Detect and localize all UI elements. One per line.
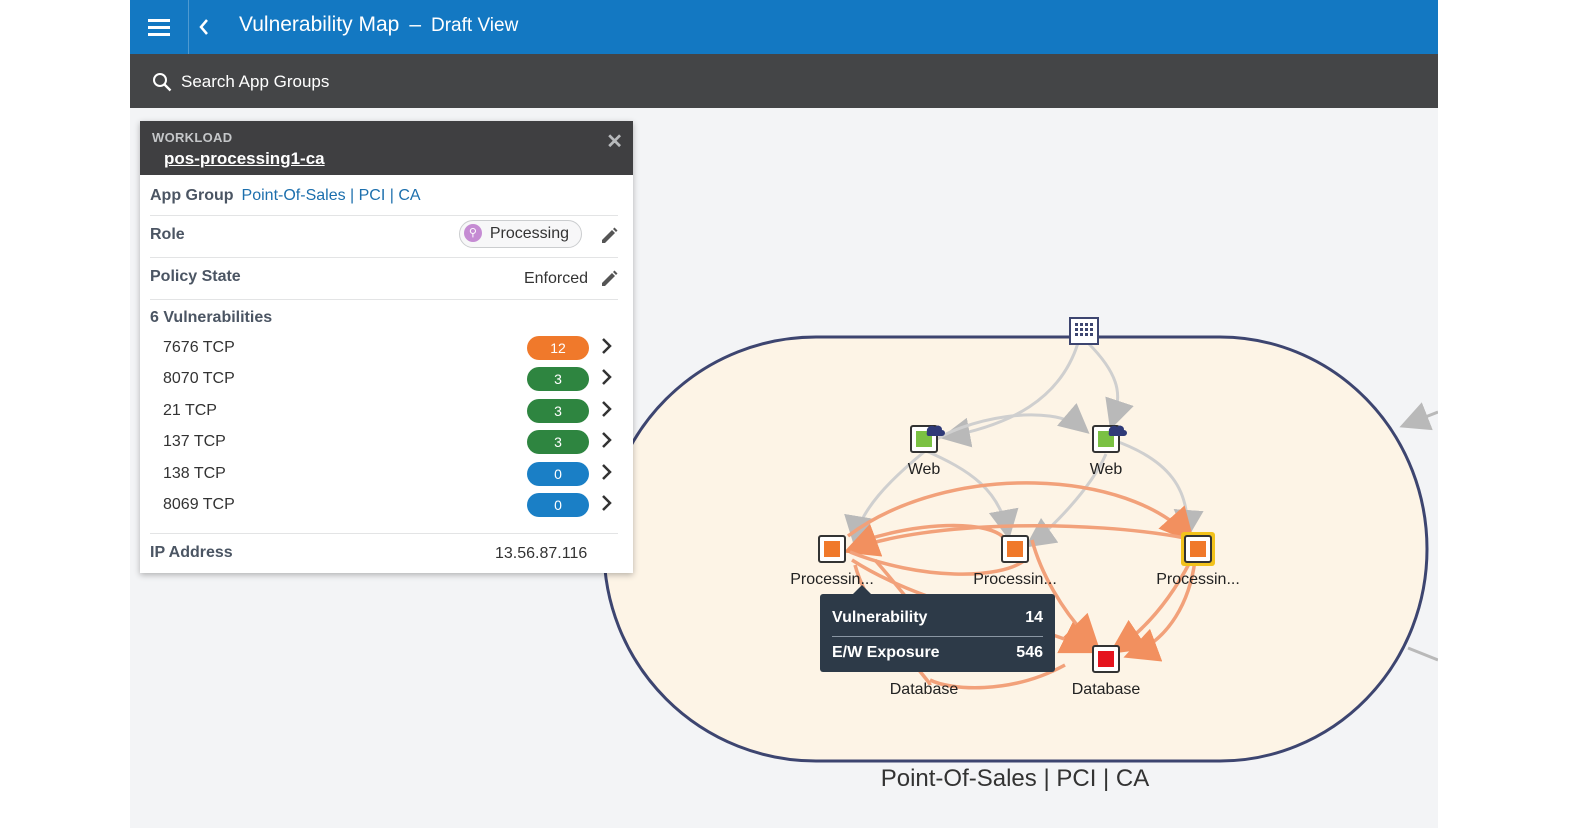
vulnerability-count-badge: 0 [527, 493, 589, 517]
app-group-link[interactable]: Point-Of-Sales | PCI | CA [241, 187, 421, 204]
vulnerability-row[interactable]: 137 TCP 3 [163, 429, 619, 459]
web-node[interactable]: Web [908, 425, 945, 478]
edit-policy-pencil-icon[interactable] [600, 270, 618, 288]
search-bar: Search App Groups [130, 54, 1438, 108]
tooltip-arrow [853, 585, 871, 594]
node-tooltip: Vulnerability 14 E/W Exposure 546 [820, 585, 1055, 672]
workload-name-link[interactable]: pos-processing1-ca [164, 149, 325, 168]
divider [188, 0, 189, 54]
title-subtitle: Draft View [431, 15, 519, 36]
svg-text:Processin...: Processin... [973, 571, 1057, 588]
tooltip-exposure-value: 546 [1016, 644, 1043, 661]
processing-node[interactable]: Processin... [973, 535, 1057, 588]
internet-node[interactable] [1069, 317, 1099, 345]
tooltip-divider [832, 636, 1043, 637]
vulnerability-count-badge: 3 [527, 367, 589, 391]
tooltip-exposure-row: E/W Exposure 546 [832, 644, 1043, 662]
processing-node[interactable]: Processin... [790, 535, 874, 588]
hamburger-icon [148, 19, 170, 36]
chevron-right-icon[interactable] [601, 400, 613, 418]
database-node[interactable]: Database [1072, 645, 1141, 698]
top-bar: Vulnerability Map–Draft View [130, 0, 1438, 54]
svg-text:Database: Database [890, 681, 959, 698]
chevron-right-icon[interactable] [601, 431, 613, 449]
search-input[interactable]: Search App Groups [181, 72, 330, 91]
ip-address-label: IP Address [150, 544, 233, 561]
vulnerability-count-badge: 3 [527, 430, 589, 454]
vulnerability-port: 21 TCP [163, 402, 217, 419]
vulnerability-port: 8069 TCP [163, 496, 235, 513]
vulnerability-port: 138 TCP [163, 465, 226, 482]
role-row: Role ⚲ Processing [150, 216, 618, 258]
search-icon [153, 73, 172, 92]
tooltip-exposure-label: E/W Exposure [832, 644, 940, 661]
page-title: Vulnerability Map–Draft View [239, 13, 518, 37]
svg-text:Web: Web [1090, 461, 1123, 478]
panel-kind: WORKLOAD [152, 130, 233, 145]
app-group-row: App Group Point-Of-Sales | PCI | CA [150, 175, 618, 216]
vulnerability-row[interactable]: 8070 TCP 3 [163, 366, 619, 396]
policy-state-value: Enforced [523, 270, 588, 287]
title-separator: – [409, 13, 421, 36]
vulnerability-count-badge: 3 [527, 399, 589, 423]
vulnerability-row[interactable]: 21 TCP 3 [163, 398, 619, 428]
tooltip-vulnerability-row: Vulnerability 14 [832, 609, 1043, 627]
chevron-left-icon [199, 19, 208, 35]
back-button[interactable] [189, 0, 219, 54]
role-label: Role [150, 226, 185, 243]
vulnerability-map-canvas[interactable]: Point-Of-Sales | PCI | CA [130, 0, 1438, 828]
vulnerability-port: 8070 TCP [163, 370, 235, 387]
external-edge [1399, 402, 1438, 431]
app-group-label[interactable]: Point-Of-Sales | PCI | CA [881, 765, 1150, 792]
cloud-icon [926, 425, 945, 436]
title-text: Vulnerability Map [239, 13, 400, 36]
vulnerability-row[interactable]: 7676 TCP 12 [163, 335, 619, 365]
chevron-right-icon[interactable] [601, 337, 613, 355]
cloud-icon [1108, 425, 1127, 436]
chevron-right-icon[interactable] [601, 463, 613, 481]
edit-role-pencil-icon[interactable] [600, 227, 618, 245]
vulnerability-port: 137 TCP [163, 433, 226, 450]
svg-text:Database: Database [1072, 681, 1141, 698]
panel-header: WORKLOAD pos-processing1-ca ✕ [140, 121, 633, 175]
role-badge: ⚲ Processing [458, 220, 582, 248]
tooltip-vulnerability-value: 14 [1025, 609, 1043, 626]
database-node[interactable]: Database [890, 681, 959, 698]
chevron-right-icon[interactable] [601, 494, 613, 512]
app-group-label: App Group [150, 187, 234, 204]
ip-address-value: 13.56.87.116 [495, 545, 588, 562]
vulnerability-count-badge: 12 [527, 336, 589, 360]
close-icon[interactable]: ✕ [606, 131, 623, 153]
role-value: Processing [489, 225, 569, 242]
vulnerability-row[interactable]: 138 TCP 0 [163, 461, 619, 491]
vulnerability-count-badge: 0 [527, 462, 589, 486]
divider [150, 533, 618, 534]
menu-button[interactable] [130, 0, 188, 54]
web-node[interactable]: Web [1090, 425, 1127, 478]
svg-text:Processin...: Processin... [1156, 571, 1240, 588]
svg-text:Processin...: Processin... [790, 571, 874, 588]
external-edge [1407, 646, 1438, 662]
svg-text:Web: Web [908, 461, 941, 478]
tooltip-vulnerability-label: Vulnerability [832, 609, 928, 626]
processing-node-selected[interactable]: Processin... [1156, 532, 1240, 588]
vulnerability-port: 7676 TCP [163, 339, 235, 356]
vulnerability-row[interactable]: 8069 TCP 0 [163, 492, 619, 522]
chevron-right-icon[interactable] [601, 368, 613, 386]
vulnerabilities-heading: 6 Vulnerabilities [150, 309, 273, 326]
policy-state-row: Policy State Enforced [150, 258, 618, 300]
app-window: Point-Of-Sales | PCI | CA [130, 0, 1438, 828]
policy-state-label: Policy State [150, 268, 241, 285]
role-icon: ⚲ [463, 224, 482, 242]
